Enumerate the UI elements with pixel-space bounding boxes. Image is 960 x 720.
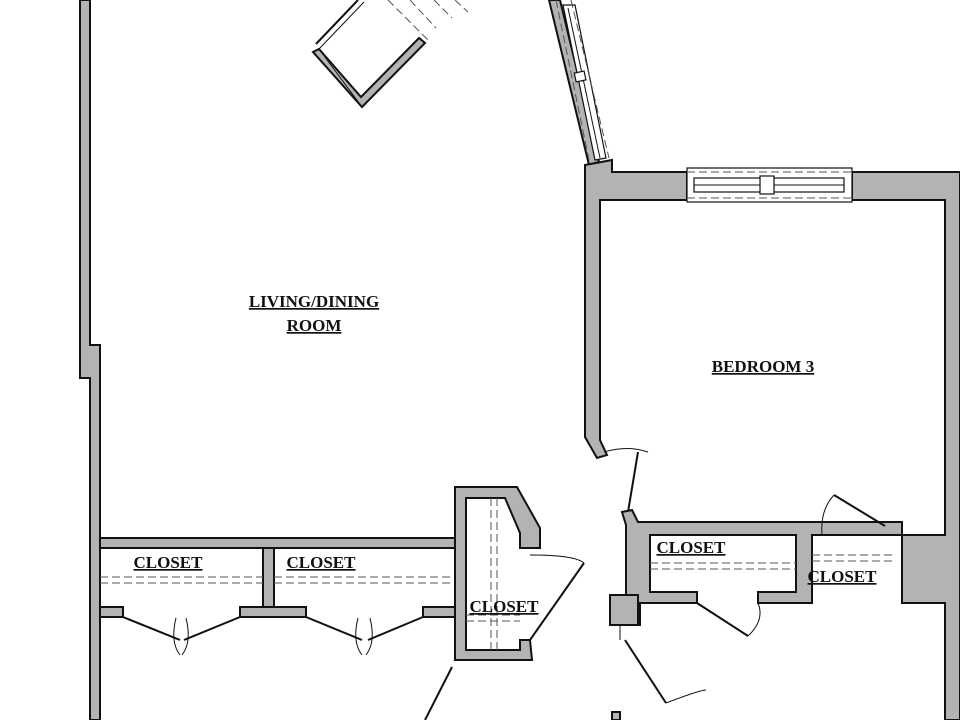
hall-door [624,639,707,704]
label-living-room: ROOM [287,316,342,335]
closet-front-stub-3 [422,606,456,618]
center-closet-door [529,554,585,641]
bedroom3-top-right-wall [851,171,960,720]
bedroom3-top-wall [584,158,688,460]
label-bedroom3: BEDROOM 3 [712,357,814,376]
bedroom3-window [686,167,853,203]
center-closet-walls [454,486,541,661]
label-closet-d: CLOSET [657,538,727,557]
bifold-doors-closet-a [122,616,241,656]
closet-front-stub-1 [99,606,124,618]
closet-front-stub-2 [239,606,307,618]
lower-center-wall-stub [611,711,621,720]
label-closet-e: CLOSET [808,567,878,586]
closet-d-door [696,602,761,637]
label-closet-a: CLOSET [134,553,204,572]
bedroom3-door [603,448,649,513]
label-closet-b: CLOSET [287,553,357,572]
closet-divider-wall [262,547,275,611]
label-closet-c: CLOSET [470,597,540,616]
left-exterior-wall [79,0,101,720]
angled-window [547,0,610,167]
label-living-dining: LIVING/DINING [249,292,379,311]
column [609,594,639,626]
bay-window [311,0,469,109]
closet-e-door [821,494,886,536]
lower-left-door [424,666,453,720]
closet-row-top-wall [99,537,456,549]
bifold-doors-closet-b [305,616,424,656]
